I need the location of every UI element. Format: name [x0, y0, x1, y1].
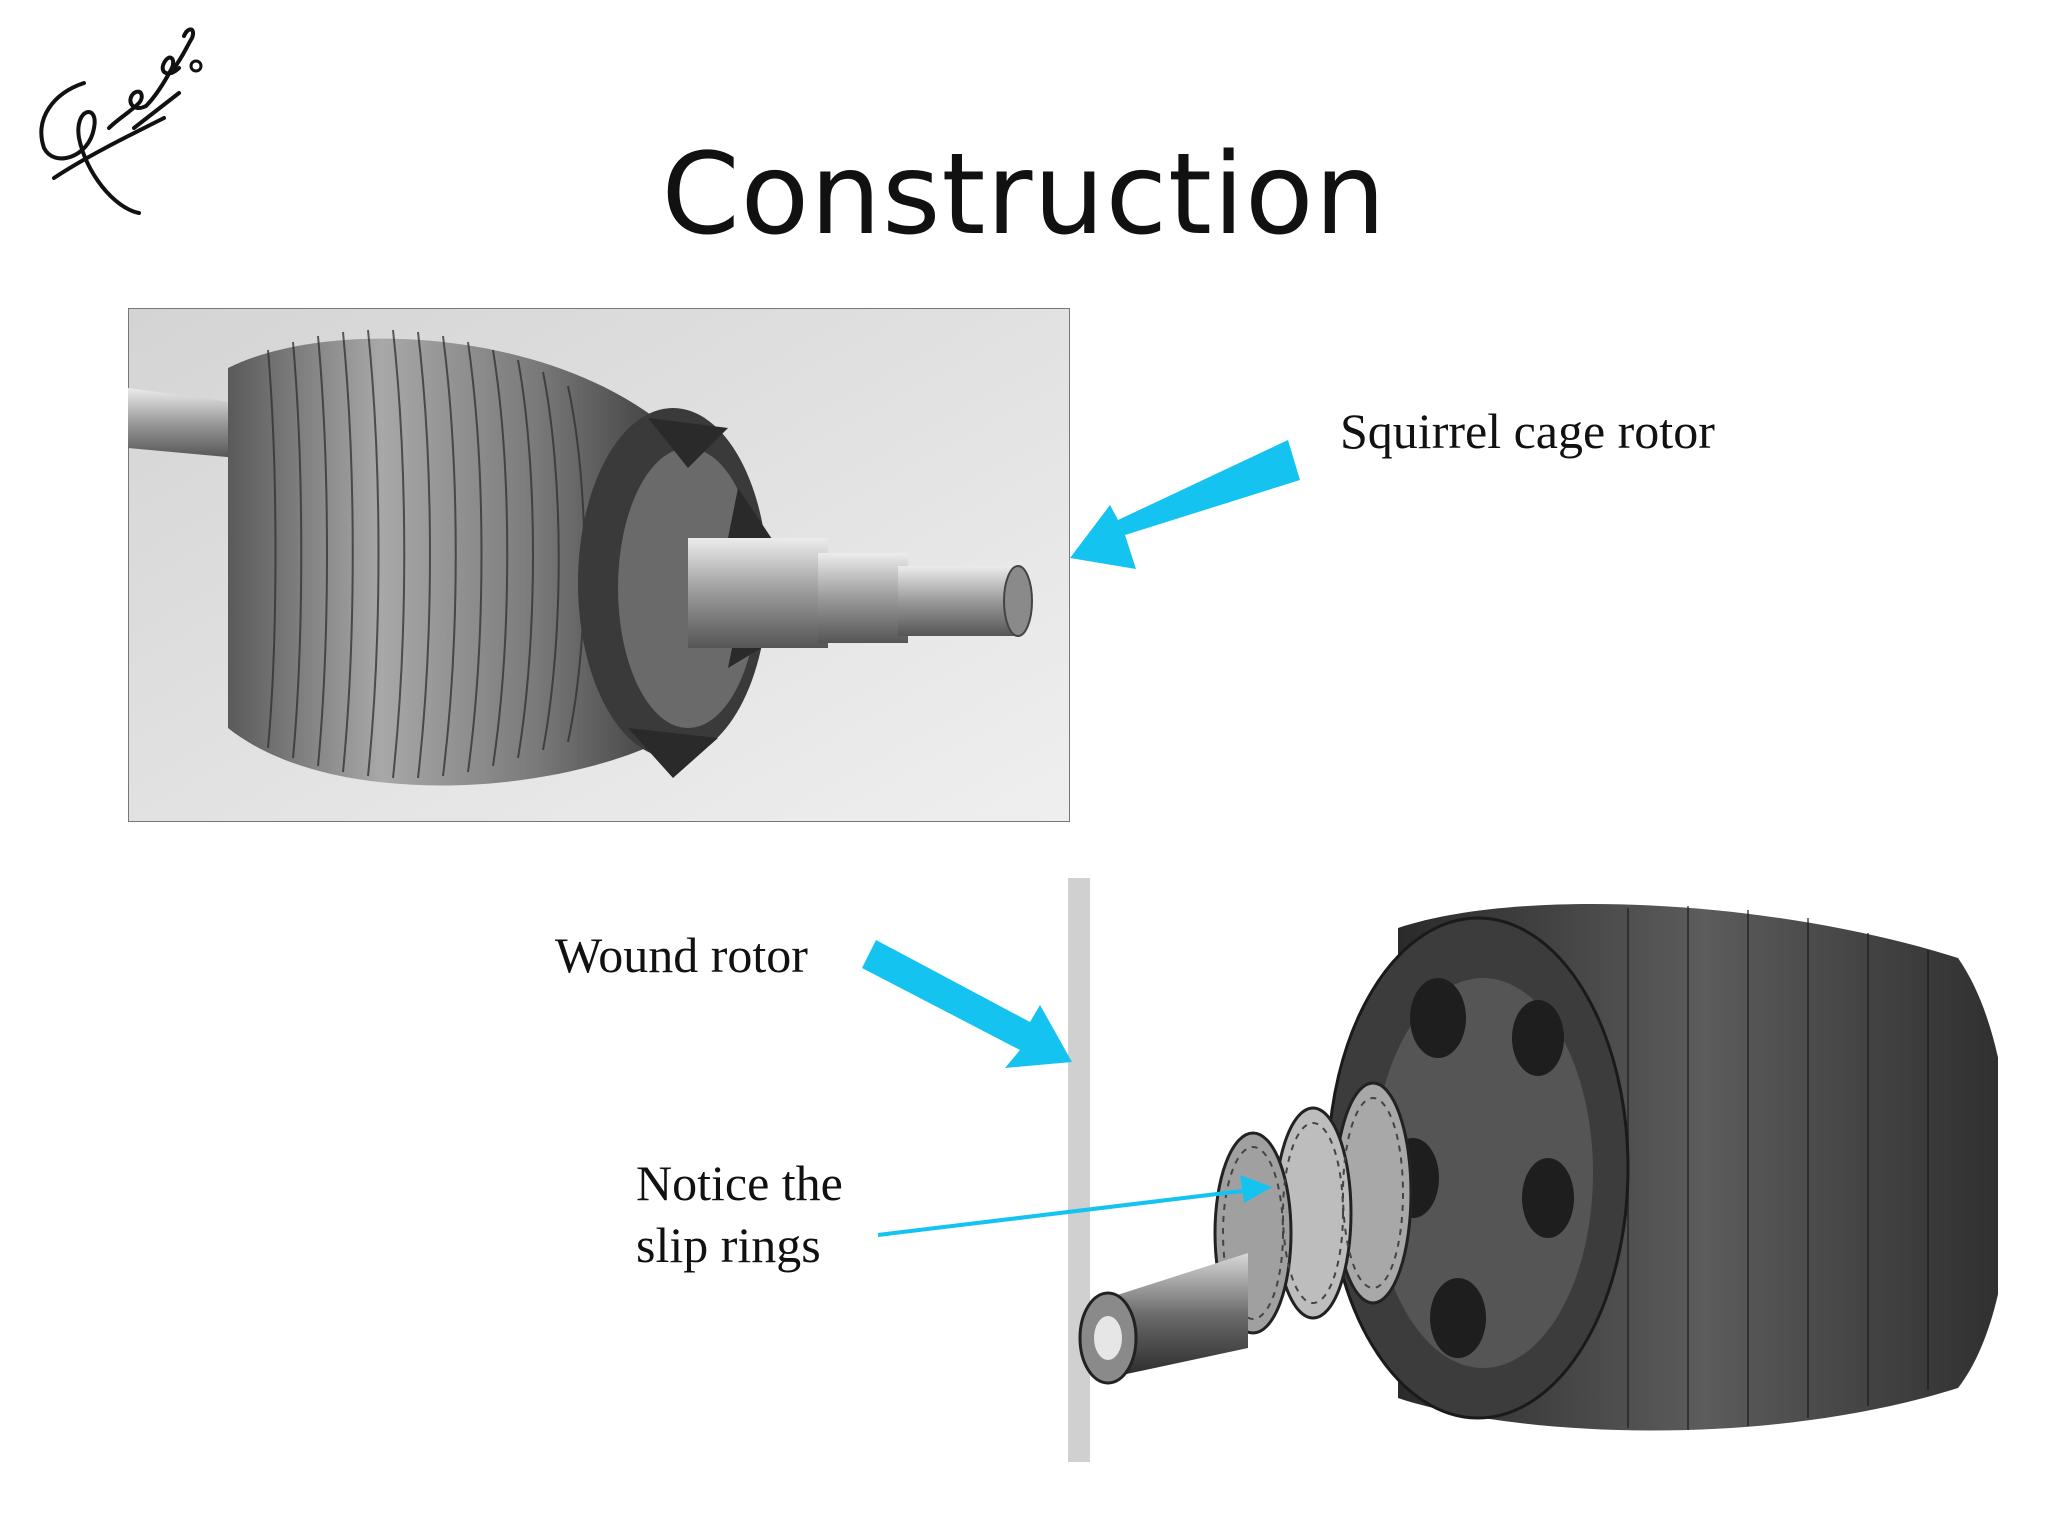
wound-rotor-photo: [1068, 878, 1998, 1462]
wound-rotor-arrow: [862, 940, 1072, 1068]
squirrel-cage-arrow: [1070, 440, 1300, 569]
signature-mark: [39, 27, 203, 215]
slip-rings-label-line2: slip rings: [636, 1217, 821, 1273]
wound-rotor-label: Wound rotor: [555, 927, 808, 983]
slide-title: Construction: [661, 130, 1387, 260]
slip-rings-label: Notice the slip rings: [636, 1152, 843, 1276]
slip-rings-label-line1: Notice the: [636, 1155, 843, 1211]
squirrel-cage-label: Squirrel cage rotor: [1340, 403, 1715, 459]
squirrel-cage-rotor-photo: [128, 308, 1070, 822]
